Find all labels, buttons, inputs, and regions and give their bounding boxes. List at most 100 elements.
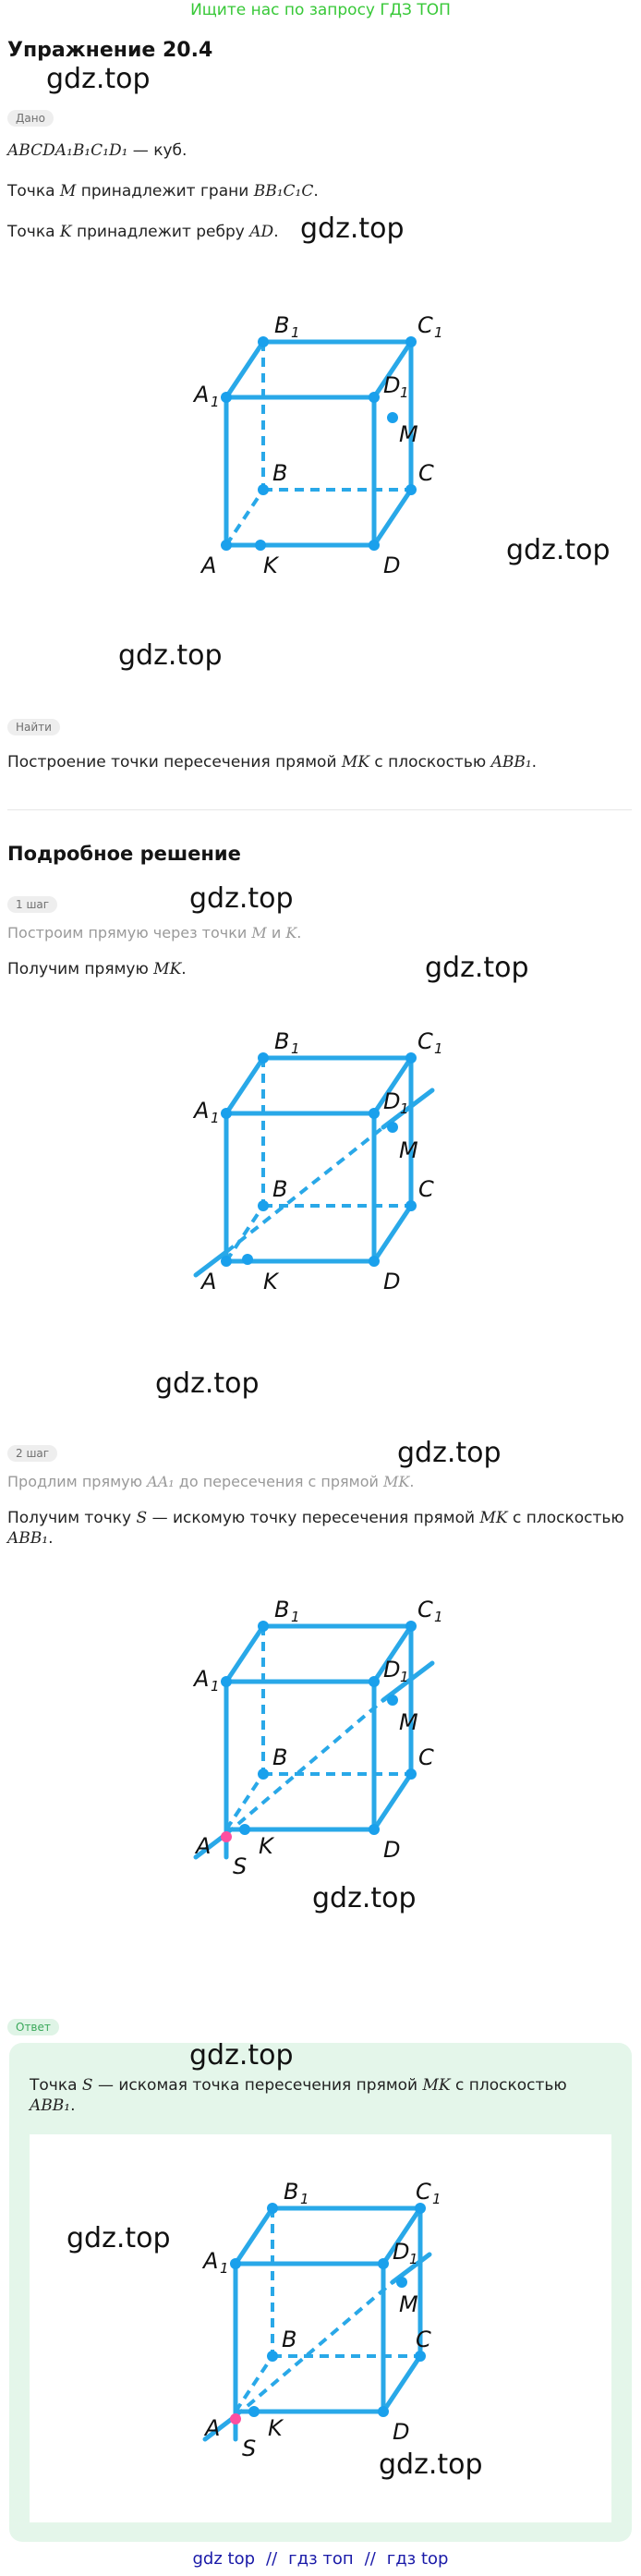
math-plane: ABB₁ xyxy=(490,753,532,772)
text: принадлежит грани xyxy=(76,182,254,200)
label-d1: D xyxy=(383,1088,400,1114)
math-plane: ABB₁ xyxy=(7,1529,49,1548)
footer-link-1[interactable]: gdz top xyxy=(192,2549,256,2569)
given-label: Дано xyxy=(7,110,54,127)
answer-figure-panel xyxy=(30,2134,611,2522)
sub-b1: 1 xyxy=(300,2191,309,2207)
math-s: S xyxy=(81,2076,93,2095)
sub-a1: 1 xyxy=(211,1678,220,1695)
math-k: K xyxy=(285,924,297,942)
text: Точка xyxy=(30,2076,82,2095)
watermark: gdz.top xyxy=(425,952,529,984)
sub-b1: 1 xyxy=(291,1609,300,1625)
label-c: C xyxy=(418,460,434,486)
text: . xyxy=(313,182,319,200)
text: Построим прямую через точки xyxy=(7,924,252,942)
label-a: A xyxy=(194,1833,211,1859)
footer-link-2[interactable]: гдз топ xyxy=(288,2549,354,2569)
label-c: C xyxy=(418,1176,434,1202)
math-mk: MK xyxy=(422,2076,451,2095)
math-m: M xyxy=(251,924,267,942)
sub-c1: 1 xyxy=(434,1040,443,1057)
label-m: M xyxy=(399,1137,418,1163)
text: . xyxy=(409,1473,415,1490)
watermark: gdz.top xyxy=(397,1437,502,1469)
label-b1: B xyxy=(274,312,289,338)
sub-b1: 1 xyxy=(291,1040,300,1057)
text: с плоскостью xyxy=(450,2076,567,2095)
sub-c1: 1 xyxy=(434,1609,443,1625)
label-b: B xyxy=(272,1176,287,1202)
label-k: K xyxy=(259,1833,275,1859)
answer-text: Точка S — искомая точка пересечения прям… xyxy=(30,2075,621,2116)
math-mk: MK xyxy=(383,1473,410,1490)
footer-links: gdz top // гдз топ // гдз top xyxy=(0,2549,641,2569)
label-b: B xyxy=(282,2327,296,2352)
watermark: gdz.top xyxy=(189,882,294,915)
text: принадлежит ребру xyxy=(71,223,250,241)
find-text: Построение точки пересечения прямой MK с… xyxy=(7,752,537,772)
math-mk: MK xyxy=(341,753,370,772)
step-2-label: 2 шаг xyxy=(7,1445,58,1462)
watermark: gdz.top xyxy=(300,213,405,245)
label-s: S xyxy=(242,2436,256,2458)
sub-a1: 1 xyxy=(211,1110,220,1126)
label-a1: A xyxy=(192,1098,209,1124)
label-b: B xyxy=(272,460,287,486)
solution-heading: Подробное решение xyxy=(7,843,241,865)
find-label: Найти xyxy=(7,719,60,735)
label-k: K xyxy=(263,553,280,578)
text: . xyxy=(273,223,279,241)
watermark: gdz.top xyxy=(312,1882,417,1914)
label-k: K xyxy=(268,2415,284,2441)
text: . xyxy=(48,1529,54,1548)
math-face: BB₁C₁C xyxy=(253,182,314,200)
given-cube-text: — куб. xyxy=(127,141,187,160)
footer-separator: // xyxy=(266,2549,278,2569)
given-section: Дано xyxy=(7,108,54,127)
text: . xyxy=(296,924,302,942)
text: Получим прямую xyxy=(7,960,154,978)
text: Построение точки пересечения прямой xyxy=(7,753,342,772)
footer-link-3[interactable]: гдз top xyxy=(386,2549,449,2569)
label-c1: C xyxy=(417,1597,433,1622)
text: . xyxy=(181,960,187,978)
step-2-hint: Продлим прямую AA₁ до пересечения с прям… xyxy=(7,1472,414,1492)
watermark: gdz.top xyxy=(118,639,223,672)
label-b1: B xyxy=(284,2179,298,2205)
label-d1: D xyxy=(393,2239,409,2265)
label-b: B xyxy=(272,1744,287,1770)
label-d1: D xyxy=(383,372,400,398)
sub-a1: 1 xyxy=(220,2260,229,2277)
sub-d1: 1 xyxy=(400,1669,409,1685)
find-section: Найти xyxy=(7,717,60,735)
label-a1: A xyxy=(192,1666,209,1692)
watermark: gdz.top xyxy=(189,2039,294,2072)
watermark: gdz.top xyxy=(506,534,611,566)
step-1-text: Получим прямую MK. xyxy=(7,959,187,979)
label-d: D xyxy=(383,1269,400,1289)
given-line-2: Точка M принадлежит грани BB₁C₁C. xyxy=(7,181,319,201)
answer-label: Ответ xyxy=(7,2019,59,2035)
footer-separator: // xyxy=(364,2549,376,2569)
text: Получим точку xyxy=(7,1509,137,1527)
label-d: D xyxy=(383,553,400,578)
top-banner[interactable]: Ищите нас по запросу ГДЗ ТОП xyxy=(190,1,451,19)
step-1: 1 шаг xyxy=(7,894,58,913)
math-s: S xyxy=(136,1509,148,1527)
text: Продлим прямую xyxy=(7,1473,148,1490)
page-title: Упражнение 20.4 xyxy=(7,39,213,62)
label-d: D xyxy=(393,2419,409,2445)
math-mk: MK xyxy=(153,960,182,978)
sub-a1: 1 xyxy=(211,394,220,410)
sub-b1: 1 xyxy=(291,324,300,341)
step-2: 2 шаг xyxy=(7,1443,58,1462)
label-c: C xyxy=(418,1744,434,1770)
text: до пересечения с прямой xyxy=(174,1473,383,1490)
label-d: D xyxy=(383,1837,400,1863)
step-2-text: Получим точку S — искомую точку пересече… xyxy=(7,1508,626,1549)
